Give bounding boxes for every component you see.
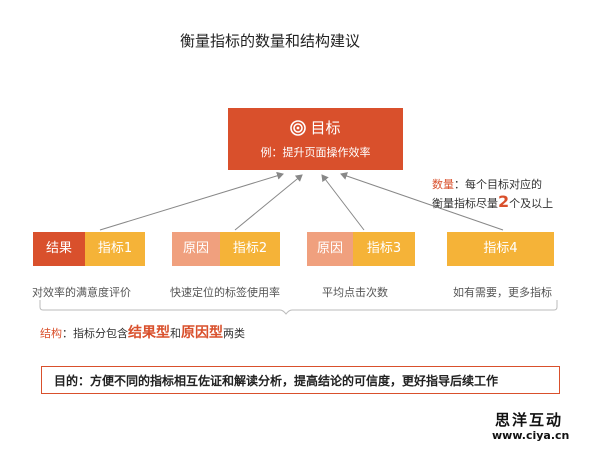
metric-2-label: 指标2 <box>220 232 280 266</box>
structure-label: 结构 <box>40 327 62 340</box>
metric-2-type-label: 原因 <box>172 232 220 266</box>
brand-name: 思洋互动 <box>495 411 564 429</box>
purpose-box: 目的：方便不同的指标相互佐证和解读分析，提高结论的可信度，更好指导后续工作 <box>41 366 560 394</box>
metric-1-caption: 对效率的满意度评价 <box>32 286 131 299</box>
structure-note: 结构：指标分包含结果型和原因型两类 <box>40 322 245 342</box>
metric-4-label: 指标4 <box>447 232 554 266</box>
metric-1-type-label: 结果 <box>33 232 85 266</box>
metric-4-caption: 如有需要，更多指标 <box>453 286 552 299</box>
brand-url: www.ciya.cn <box>492 429 570 442</box>
arrow-4 <box>340 172 504 231</box>
quantity-line1: ：每个目标对应的 <box>454 178 542 191</box>
goal-example: 例：提升页面操作效率 <box>260 146 371 159</box>
structure-conj: 和 <box>170 327 181 340</box>
metric-3-type-label: 原因 <box>307 232 353 266</box>
metric-1-label: 指标1 <box>85 232 145 266</box>
target-icon <box>290 120 307 140</box>
quantity-label: 数量 <box>432 178 454 191</box>
quantity-note: 数量：每个目标对应的 衡量指标尽量2个及以上 <box>432 176 553 212</box>
quantity-line2-prefix: 衡量指标尽量 <box>432 197 498 210</box>
structure-suffix: 两类 <box>223 327 245 340</box>
metric-3-label: 指标3 <box>353 232 415 266</box>
arrow-2 <box>234 174 303 231</box>
structure-type-result: 结果型 <box>128 325 170 341</box>
goal-title: 目标 <box>310 119 341 137</box>
quantity-number: 2 <box>498 192 510 211</box>
structure-prefix: ：指标分包含 <box>62 327 128 340</box>
metric-2-caption: 快速定位的标签使用率 <box>170 286 280 299</box>
structure-type-cause: 原因型 <box>181 325 223 341</box>
quantity-line2-suffix: 个及以上 <box>509 197 554 210</box>
arrow-1 <box>99 171 284 231</box>
metric-3-caption: 平均点击次数 <box>322 286 388 299</box>
structure-brace <box>39 300 558 315</box>
goal-box: 目标 例：提升页面操作效率 <box>228 108 403 170</box>
arrow-3 <box>321 174 365 231</box>
page-title: 衡量指标的数量和结构建议 <box>180 32 361 50</box>
goal-heading: 目标 <box>228 117 403 140</box>
